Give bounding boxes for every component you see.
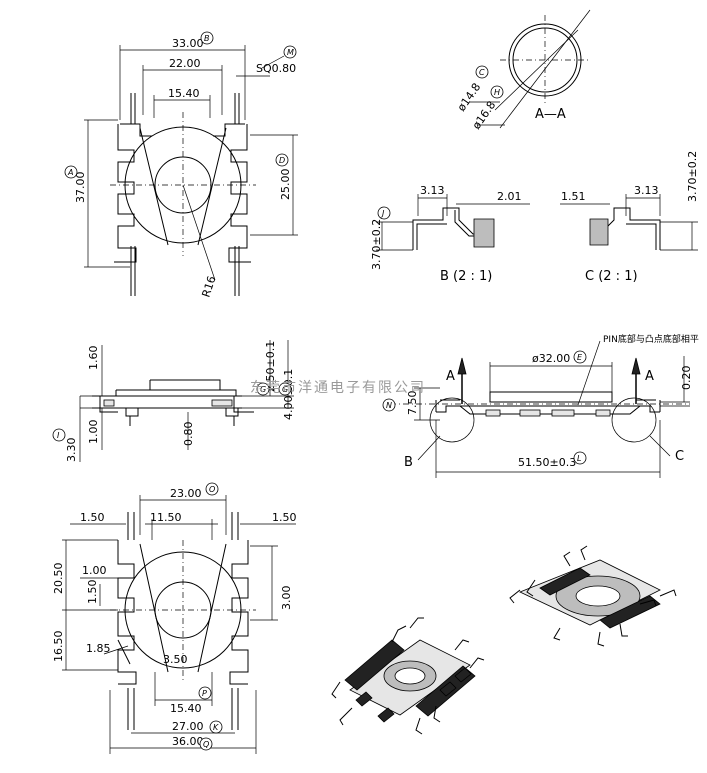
side-view: 1.60 1.00 3.30 I 0.80 2.50±0.1 4.00±0.1 … [52, 340, 295, 463]
view-b-label: B (2 : 1) [440, 269, 492, 284]
bubble-k-text: K [213, 723, 219, 732]
dim-b-313: 3.13 [420, 184, 445, 197]
bubble-j [377, 206, 391, 220]
bubble-o-text: O [209, 485, 215, 494]
dim-bot-1540: 15.40 [170, 702, 202, 715]
dim-front-32: ø32.00 [532, 352, 570, 365]
bubble-i [52, 428, 66, 442]
dim-c-370: 3.70±0.2 [686, 151, 699, 202]
dim-bot-1150: 11.50 [150, 511, 182, 524]
dim-top-25: 25.00 [279, 169, 292, 201]
dim-side-330: 3.30 [65, 438, 78, 463]
dim-top-22: 22.00 [169, 57, 201, 70]
bubble-d-text: D [279, 156, 285, 165]
dim-side-160: 1.60 [87, 346, 100, 371]
bubble-m-text: M [287, 48, 294, 57]
bubble-q [199, 737, 213, 751]
front-pin-note: PIN底部与凸点底部相平 [603, 333, 699, 345]
dim-side-400: 4.00±0.1 [282, 369, 295, 420]
bubble-c [475, 65, 489, 79]
dim-bot-300: 3.00 [280, 586, 293, 611]
dim-side-100: 1.00 [87, 420, 100, 445]
bubble-k [209, 720, 223, 734]
bubble-g2 [278, 382, 292, 396]
dim-side-080: 0.80 [182, 422, 195, 447]
dim-bot-2050: 20.50 [52, 563, 65, 595]
dim-c-313: 3.13 [634, 184, 659, 197]
dim-bot-350: 3.50 [163, 653, 188, 666]
bubble-c-text: C [479, 68, 485, 77]
bubble-a [64, 165, 78, 179]
bubble-l-text: L [577, 454, 581, 463]
dim-bot-185: 1.85 [86, 642, 111, 655]
bubble-j-text: J [380, 209, 385, 218]
dim-c-151: 1.51 [561, 190, 586, 203]
bubble-i-text: I [57, 431, 60, 440]
dim-bot-150v: 1.50 [86, 580, 99, 605]
dim-front-750: 7.50 [406, 391, 419, 416]
arrow-a-left: A [446, 369, 455, 384]
bubble-e [573, 350, 587, 364]
section-aa-label: A—A [535, 107, 566, 122]
bubble-p [198, 686, 212, 700]
bubble-b-text: B [204, 34, 210, 43]
detail-c-view: 1.51 3.13 3.70±0.2 C (2 : 1) [560, 151, 699, 284]
front-view: PIN底部与凸点底部相平 E ø32.00 A A 7.50 N [382, 333, 699, 478]
dim-bot-27: 27.00 [172, 720, 204, 733]
bubble-b [200, 31, 214, 45]
dim-top-1540: 15.40 [168, 87, 200, 100]
dim-top-33: 33.00 [172, 37, 204, 50]
view-c-label: C (2 : 1) [585, 269, 638, 284]
dim-b-201: 2.01 [497, 190, 522, 203]
bubble-g-text: G [260, 385, 266, 394]
dim-bot-150l: 1.50 [80, 511, 105, 524]
dim-aa-168: ø16.8 [470, 99, 499, 132]
detail-b-view: 3.13 2.01 3.70±0.2 J B (2 : 1) [370, 184, 530, 284]
bubble-a-text: A [67, 168, 73, 177]
callout-b: B [404, 455, 413, 470]
dim-aa-148: ø14.8 [455, 81, 484, 114]
bubble-h-text: H [494, 88, 500, 97]
dim-top-sq: SQ0.80 [256, 62, 296, 75]
bubble-h [490, 85, 504, 99]
bubble-g2-text: G [282, 385, 288, 394]
dim-front-5150: 51.50±0.3 [518, 456, 576, 469]
bubble-d [275, 153, 289, 167]
dim-bot-1650: 16.50 [52, 631, 65, 663]
dim-top-37: 37.00 [74, 172, 87, 204]
dim-b-370: 3.70±0.2 [370, 219, 383, 270]
dim-bot-100: 1.00 [82, 564, 107, 577]
isometric-view-back [509, 545, 677, 647]
watermark: 东莞市洋通电子有限公司 [250, 379, 426, 396]
bubble-e-text: E [577, 353, 583, 362]
top-view: 33.00 B 22.00 SQ0.80 M 15.40 37.00 A 25.… [64, 31, 298, 299]
bubble-q-text: Q [203, 740, 209, 749]
bubble-l [573, 451, 587, 465]
isometric-view-front [331, 617, 485, 735]
section-aa-view: ø14.8 C ø16.8 H A—A [455, 9, 591, 132]
bubble-o [205, 482, 219, 496]
bubble-g [256, 382, 270, 396]
dim-bot-36: 36.00 [172, 735, 204, 748]
bubble-m [283, 45, 297, 59]
callout-c: C [675, 449, 684, 464]
bubble-p-text: P [202, 689, 207, 698]
dim-bot-150r: 1.50 [272, 511, 297, 524]
dim-top-r16: R16 [199, 274, 218, 299]
dim-bot-23: 23.00 [170, 487, 202, 500]
arrow-a-right: A [645, 369, 654, 384]
dim-side-250: 2.50±0.1 [264, 341, 277, 392]
bubble-n [382, 398, 396, 412]
bottom-view: 23.00 O 1.50 11.50 1.50 20.50 16.50 1.00 [52, 482, 297, 754]
bubble-n-text: N [386, 401, 392, 410]
dim-front-020: 0.20 [680, 366, 693, 391]
